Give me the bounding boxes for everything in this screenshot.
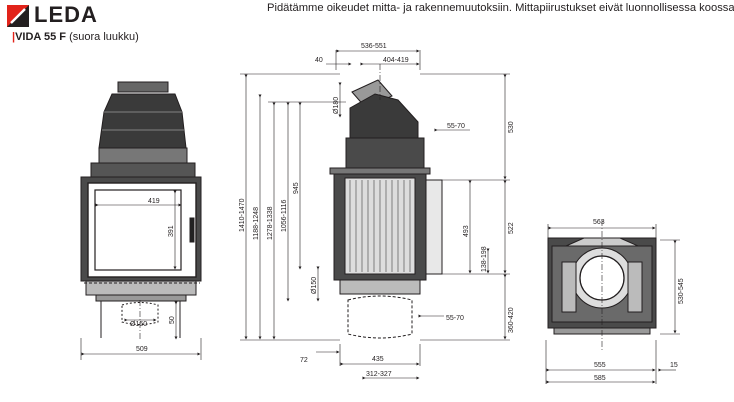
model-title: |VIDA 55 F (suora luukku) (12, 31, 139, 43)
side-total-height-label: 1410-1470 (239, 198, 246, 232)
side-rear-top-label: 55-70 (447, 123, 465, 130)
side-door-bottom-label: 138-198 (481, 246, 488, 272)
top-view (545, 220, 680, 384)
model-marker: | (12, 31, 16, 43)
side-height-3-label: 1278-1338 (267, 206, 274, 240)
side-mid-height-label: 522 (508, 222, 515, 234)
model-variant: (suora luukku) (69, 31, 139, 43)
side-bottom-outlet-label: Ø150 (311, 277, 318, 294)
top-total-width-label: 585 (594, 375, 606, 382)
side-flue-offset-label: 40 (315, 57, 323, 64)
front-view (80, 81, 202, 360)
front-neck (98, 147, 188, 164)
side-door (425, 179, 443, 275)
front-width-label: 509 (136, 346, 148, 353)
top-width-label: 563 (593, 219, 605, 226)
disclaimer-text: Pidätämme oikeudet mitta- ja rakennemuut… (267, 2, 734, 14)
top-side-offset-label: 15 (670, 362, 678, 369)
leda-logo: LEDA (7, 2, 117, 30)
front-outlet-label: Ø150 (130, 321, 147, 328)
side-height-5-label: 945 (293, 182, 300, 194)
front-handle (189, 217, 195, 243)
top-inner-width-label: 555 (594, 362, 606, 369)
side-base-offset-label: 72 (300, 357, 308, 364)
side-base (339, 279, 421, 295)
front-hood (98, 93, 187, 149)
front-glass-height-label: 391 (168, 225, 175, 237)
side-rear-bottom-label: 55-70 (446, 315, 464, 322)
front-upper-band (90, 162, 196, 178)
front-hood-cap (117, 81, 169, 93)
front-offset-label: 50 (169, 316, 176, 324)
brand-name: LEDA (34, 2, 98, 27)
side-bottom-height-label: 360-420 (508, 307, 515, 333)
top-depth-label: 530-545 (678, 278, 685, 304)
side-height-2-label: 1188-1248 (253, 207, 260, 240)
side-height-4-label: 1056-1116 (281, 199, 288, 232)
side-view (240, 49, 510, 380)
side-top-inner-label: 404-419 (383, 57, 409, 64)
side-door-height-label: 493 (463, 225, 470, 237)
side-base-depth-label: 435 (372, 356, 384, 363)
side-base-rear-label: 312-327 (366, 371, 392, 378)
model-name: VIDA 55 F (15, 31, 67, 43)
side-top-height-label: 530 (508, 121, 515, 133)
leda-logo-icon (7, 5, 29, 27)
side-upper-body (345, 137, 425, 169)
front-glass (94, 189, 182, 271)
side-flue-diameter-label: Ø180 (333, 97, 340, 114)
side-bottom-outlet (347, 295, 413, 339)
front-glass-width-label: 419 (148, 198, 160, 205)
side-top-depth-label: 536-551 (361, 43, 387, 50)
